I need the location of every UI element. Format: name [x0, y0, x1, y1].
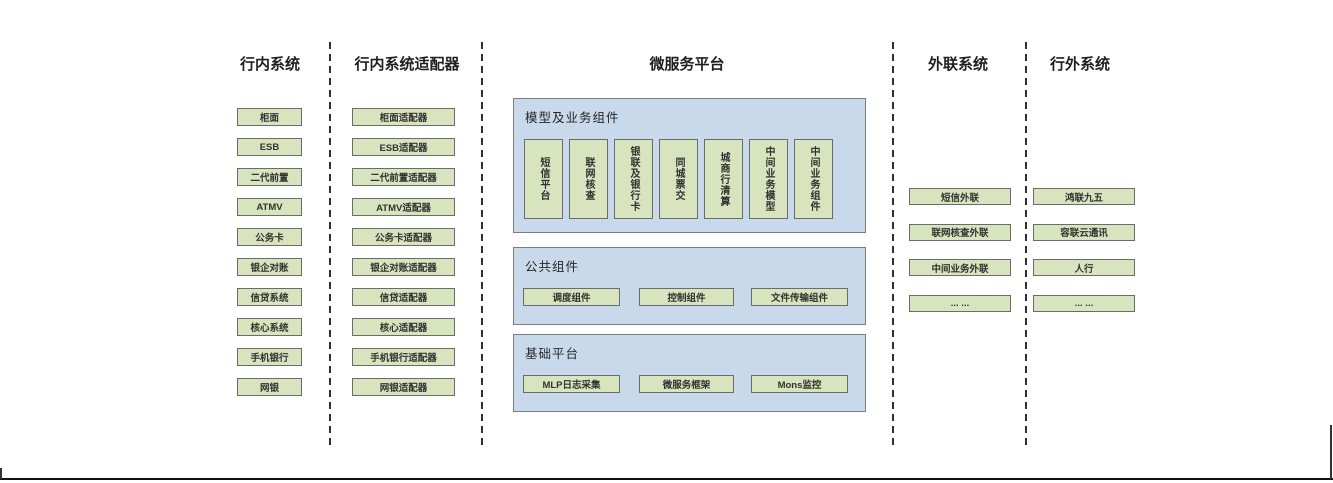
system-box: 公务卡适配器 — [352, 228, 455, 246]
system-box: 信贷适配器 — [352, 288, 455, 306]
system-box: 中间业务外联 — [909, 259, 1011, 276]
header-internal-adapters: 行内系统适配器 — [354, 56, 460, 73]
column-divider-3 — [892, 42, 894, 445]
system-box: 城商行清算 — [704, 139, 743, 219]
internal-systems-list: 柜面 ESB 二代前置 ATMV 公务卡银企对账信贷系统核心系统手机银行网银 — [237, 108, 302, 408]
system-box: 中间业务组件 — [794, 139, 833, 219]
system-box: ... ... — [1033, 294, 1135, 312]
right-edge-tick — [1330, 425, 1332, 479]
system-box: Mons监控 — [751, 375, 848, 393]
external-link-systems-list: 短信外联联网核查外联中间业务外联 ... ... — [909, 188, 1011, 330]
bottom-rule — [0, 478, 1333, 480]
system-box: 容联云通讯 — [1033, 223, 1135, 241]
system-box: 手机银行适配器 — [352, 348, 455, 366]
panel-title: 基础平台 — [525, 347, 580, 361]
outside-systems-list: 鸿联九五容联云通讯人行 ... ... — [1033, 188, 1135, 330]
system-box: 核心系统 — [237, 318, 302, 336]
system-box: 中间业务模型 — [749, 139, 788, 219]
system-box: 短信平台 — [524, 139, 563, 219]
system-box: 文件传输组件 — [751, 288, 848, 306]
internal-adapters-list: 柜面适配器 ESB适配器二代前置适配器 ATMV适配器公务卡适配器银企对账适配器信贷… — [352, 108, 455, 408]
system-box: 人行 — [1033, 259, 1135, 276]
header-internal-systems: 行内系统 — [239, 56, 300, 73]
system-box: 银企对账适配器 — [352, 258, 455, 276]
system-box: 柜面 — [237, 108, 302, 126]
system-box: 控制组件 — [639, 288, 734, 306]
system-box: 核心适配器 — [352, 318, 455, 336]
system-box: 二代前置适配器 — [352, 168, 455, 186]
column-divider-4 — [1025, 42, 1027, 445]
system-box: 二代前置 — [237, 168, 302, 186]
column-divider-1 — [329, 42, 331, 445]
model-business-components-list: 短信平台联网核查银联及银行卡同城票交城商行清算中间业务模型中间业务组件 — [524, 139, 833, 219]
system-box: 鸿联九五 — [1033, 188, 1135, 205]
system-box: 公务卡 — [237, 228, 302, 246]
panel-title: 公共组件 — [525, 260, 580, 274]
header-outside-systems: 行外系统 — [1049, 56, 1110, 73]
system-box: ESB适配器 — [352, 138, 455, 156]
header-microservice-platform: 微服务平台 — [649, 56, 725, 73]
panel-model-business-components: 模型及业务组件 短信平台联网核查银联及银行卡同城票交城商行清算中间业务模型中间业… — [513, 98, 866, 233]
column-divider-2 — [481, 42, 483, 445]
system-box: 信贷系统 — [237, 288, 302, 306]
system-box: 网银适配器 — [352, 378, 455, 396]
system-box: 柜面适配器 — [352, 108, 455, 126]
system-box: 联网核查 — [569, 139, 608, 219]
system-box: 网银 — [237, 378, 302, 396]
system-box: 银企对账 — [237, 258, 302, 276]
system-box: 银联及银行卡 — [614, 139, 653, 219]
system-box: ... ... — [909, 294, 1011, 312]
system-box: 微服务框架 — [639, 375, 734, 393]
panel-common-components: 公共组件 调度组件 控制组件文件传输组件 — [513, 247, 866, 325]
system-box: ESB — [237, 138, 302, 156]
system-box: 同城票交 — [659, 139, 698, 219]
system-box: 手机银行 — [237, 348, 302, 366]
panel-title: 模型及业务组件 — [525, 111, 620, 125]
system-box: 调度组件 — [523, 288, 620, 306]
system-box: 短信外联 — [909, 188, 1011, 205]
system-box: MLP日志采集 — [523, 375, 620, 393]
panel-base-platform: 基础平台 MLP日志采集 微服务框架 Mons监控 — [513, 334, 866, 412]
left-edge-tick — [0, 468, 2, 479]
system-box: ATMV — [237, 198, 302, 216]
system-box: ATMV适配器 — [352, 198, 455, 216]
header-external-link-systems: 外联系统 — [927, 56, 988, 73]
system-box: 联网核查外联 — [909, 223, 1011, 241]
